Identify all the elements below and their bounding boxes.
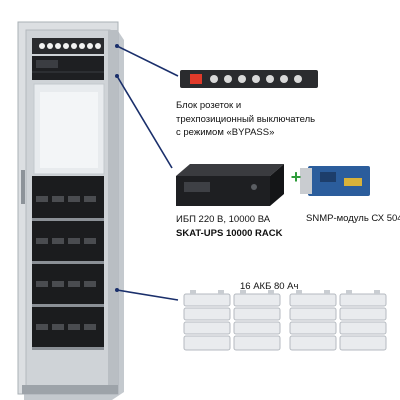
connector-ups: [116, 75, 173, 169]
pdu-label-line-2: трехпозиционный выключатель: [176, 113, 316, 125]
connector-pdu: [116, 45, 179, 77]
connector-dots: [115, 44, 119, 292]
ups-label-line-2: SKAT-UPS 10000 RACK: [176, 227, 283, 239]
pdu-callout-label: Блок розеток и трехпозиционный выключате…: [176, 99, 326, 140]
ups-top: [176, 164, 284, 176]
cabinet-back-panel: [40, 92, 98, 168]
snmp-connector: [344, 178, 362, 186]
snmp-module: [300, 166, 370, 196]
battery-bank-left: [183, 293, 281, 351]
server-cabinet: [17, 21, 124, 400]
battery-terminals: [190, 290, 380, 294]
plus-icon: +: [290, 167, 302, 187]
cabinet-ups-display: [36, 60, 58, 68]
cabinet-battery-labels: [36, 196, 96, 330]
snmp-chip: [320, 172, 336, 182]
ups-button: [251, 184, 257, 190]
battery-group: [183, 290, 387, 351]
cabinet-plinth: [22, 385, 118, 394]
battery-callout-label: 16 АКБ 80 Ач: [240, 281, 330, 293]
ups-unit: [176, 164, 284, 206]
pdu-sockets: [210, 75, 302, 83]
battery-label-line-1: 16 АКБ 80 Ач: [240, 281, 299, 292]
snmp-faceplate: [300, 168, 312, 194]
pdu-unit: [180, 70, 318, 88]
pdu-label-line-1: Блок розеток и: [176, 100, 242, 111]
snmp-callout-label: SNMP-модуль СХ 504: [306, 213, 400, 225]
connector-batteries: [116, 289, 179, 301]
pdu-label-line-3: с режимом «BYPASS»: [176, 127, 275, 138]
battery-bank-right: [289, 293, 387, 351]
ups-callout-label: ИБП 220 В, 10000 ВА SKAT-UPS 10000 RACK: [176, 213, 306, 240]
cabinet-door-handle: [21, 170, 25, 204]
pdu-switch: [190, 74, 202, 84]
pdu-body: [180, 70, 318, 88]
ups-display: [184, 182, 210, 192]
snmp-label-line-1: SNMP-модуль СХ 504: [306, 213, 400, 224]
connector-lines: [116, 45, 179, 301]
ups-side: [270, 164, 284, 206]
cabinet-battery-shelves: [32, 176, 104, 350]
ups-label-line-1: ИБП 220 В, 10000 ВА: [176, 214, 271, 225]
cabinet-pdu-sockets: [39, 43, 101, 49]
cabinet-side-panel: [108, 30, 118, 386]
